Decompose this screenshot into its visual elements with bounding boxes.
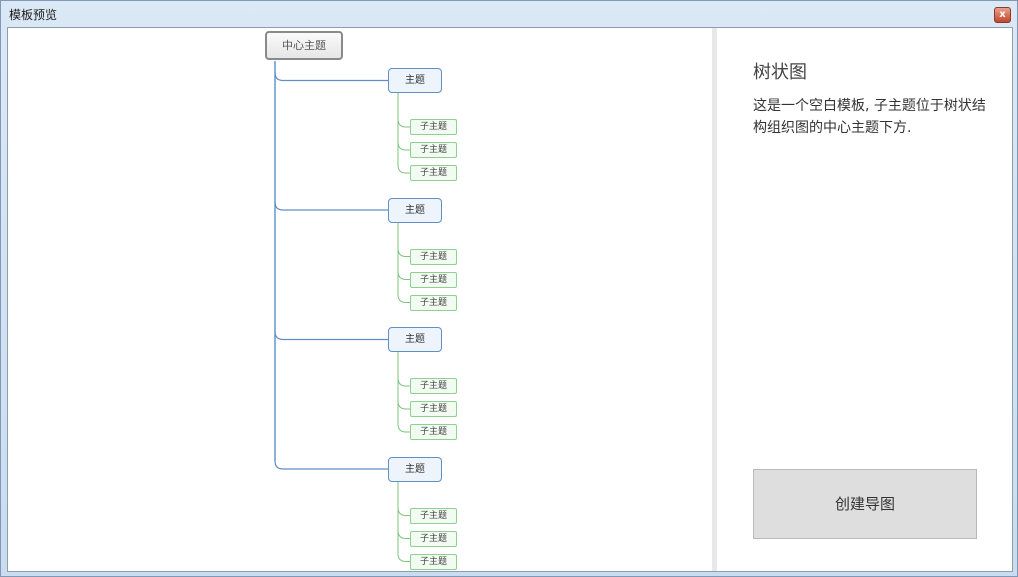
topic-connector	[274, 72, 388, 82]
subtopic-node: 子主题	[410, 401, 457, 417]
title-bar[interactable]: 模板预览 x	[1, 1, 1017, 27]
subtopic-node: 子主题	[410, 507, 457, 524]
topic-node: 主题	[388, 197, 442, 223]
subtopic-node: 子主题	[410, 142, 457, 158]
subtopic-node: 子主题	[410, 119, 457, 135]
subtopic-node: 子主题	[410, 165, 457, 181]
topic-node: 主题	[388, 327, 442, 352]
subtopic-connector	[397, 530, 410, 539]
subtopic-connector	[397, 400, 410, 410]
topic-node: 主题	[388, 456, 442, 482]
subtopic-connector	[397, 423, 410, 433]
window-title: 模板预览	[9, 8, 58, 22]
template-title: 树状图	[753, 62, 807, 83]
mindmap-connectors	[274, 61, 410, 562]
close-button[interactable]: x	[994, 7, 1011, 23]
subtopic-connector	[397, 118, 410, 128]
subtopic-connector	[397, 377, 410, 387]
topic-node: 主题	[388, 68, 442, 93]
central-topic-node: 中心主题	[265, 31, 343, 60]
subtopic-connector	[397, 294, 410, 303]
dialog-client-area: 中心主题 主题子主题子主题子主题主题子主题子主题子主题主题子主题子主题子主题主题…	[7, 27, 1013, 572]
template-description: 这是一个空白模板, 子主题位于树状结构组织图的中心主题下方.	[753, 98, 986, 136]
subtopic-connector	[397, 507, 410, 516]
subtopic-connector	[397, 553, 410, 562]
subtopic-node: 子主题	[410, 294, 457, 311]
close-icon: x	[999, 9, 1006, 20]
mindmap-preview: 中心主题 主题子主题子主题子主题主题子主题子主题子主题主题子主题子主题子主题主题…	[8, 28, 712, 571]
topic-connector	[274, 331, 388, 341]
subtopic-connector	[397, 141, 410, 151]
topic-connector	[274, 460, 388, 470]
subtopic-node: 子主题	[410, 553, 457, 570]
create-mindmap-button[interactable]: 创建导图	[753, 469, 977, 539]
subtopic-connector	[397, 164, 410, 174]
subtopic-connector	[397, 248, 410, 257]
subtopic-node: 子主题	[410, 424, 457, 440]
topic-connector	[274, 201, 388, 211]
panel-divider[interactable]	[712, 28, 717, 571]
subtopic-node: 子主题	[410, 530, 457, 547]
subtopic-node: 子主题	[410, 248, 457, 265]
subtopic-connector	[397, 271, 410, 280]
subtopic-node: 子主题	[410, 378, 457, 394]
subtopic-node: 子主题	[410, 271, 457, 288]
template-info-panel: 树状图 这是一个空白模板, 子主题位于树状结构组织图的中心主题下方. 创建导图	[717, 28, 1012, 571]
